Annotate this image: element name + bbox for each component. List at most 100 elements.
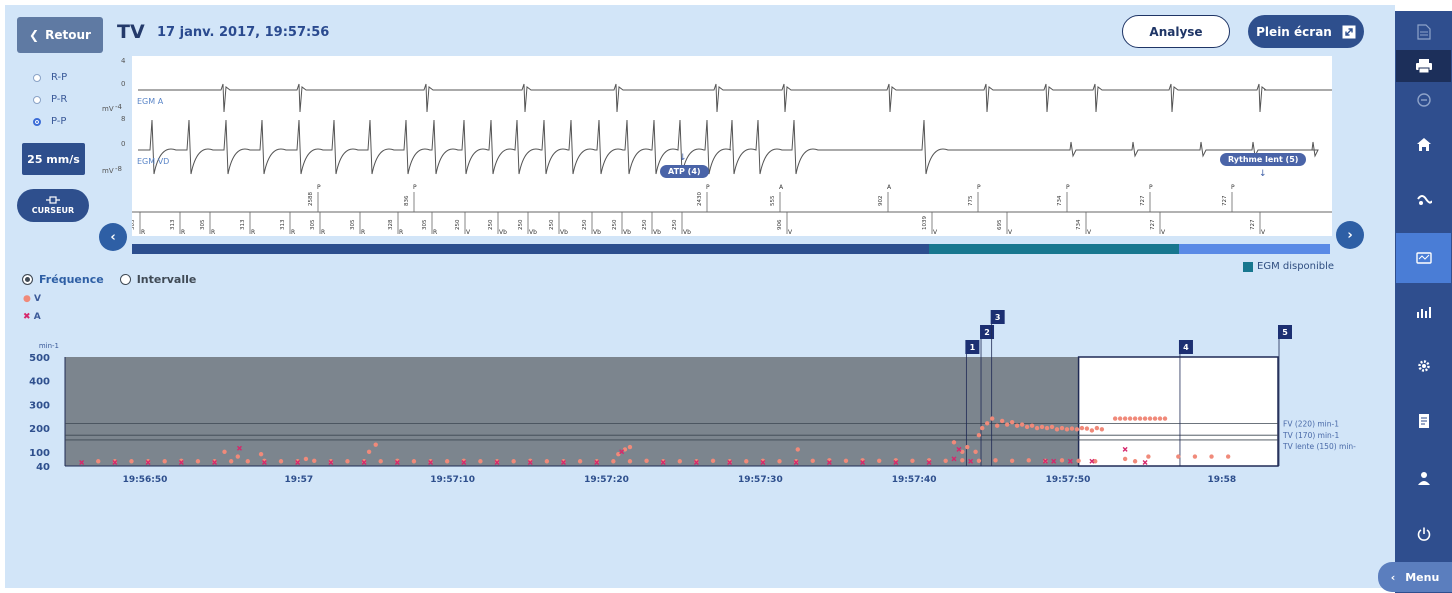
- v-point: [1054, 427, 1060, 432]
- v-point: [980, 425, 985, 431]
- interval-option-p-r[interactable]: P-R: [33, 94, 67, 105]
- v-point: [985, 421, 990, 426]
- a-point: [1067, 458, 1073, 464]
- atp-marker[interactable]: ATP (4): [660, 165, 709, 178]
- event-marker-badge[interactable]: [980, 325, 995, 339]
- a-point: [328, 459, 334, 465]
- sidebar-item-print[interactable]: [1396, 50, 1451, 82]
- v-point: [1117, 416, 1123, 421]
- back-button[interactable]: ❮ Retour: [17, 17, 103, 53]
- timeline-segment-egm[interactable]: [929, 244, 1179, 254]
- event-marker-label: 1: [970, 343, 976, 352]
- event-marker-label: 2: [984, 328, 990, 337]
- v-point: [1084, 426, 1090, 431]
- a-point: [693, 459, 699, 465]
- v-point: [960, 458, 965, 463]
- v-point: [1209, 454, 1214, 459]
- v-point: [1127, 416, 1133, 421]
- v-point: [1122, 416, 1128, 421]
- timeline-segment-current[interactable]: [1179, 244, 1330, 254]
- ventricular-marker-label: V: [1161, 229, 1166, 236]
- ventricular-marker-label: R: [141, 229, 145, 236]
- v-point: [295, 459, 300, 464]
- a-point: [1051, 458, 1057, 464]
- v-point: [129, 459, 134, 464]
- egm-a-scale-top: 4: [121, 57, 126, 65]
- radio-selected-icon[interactable]: [22, 274, 33, 285]
- sidebar-item-sync[interactable]: [1396, 84, 1451, 116]
- sidebar-item-home[interactable]: [1396, 128, 1451, 160]
- a-point: [660, 459, 666, 465]
- a-point: [79, 459, 85, 465]
- v-point: [428, 459, 433, 464]
- ventricular-interval-label: 1039: [922, 216, 928, 230]
- atrial-interval-label: 836: [404, 195, 410, 206]
- chevron-left-icon: ❮: [29, 28, 40, 42]
- sidebar-item-patient[interactable]: [1396, 462, 1451, 494]
- v-point: [965, 444, 970, 450]
- v-point: [1039, 424, 1045, 430]
- sidebar-item-power[interactable]: [1396, 518, 1451, 550]
- atrial-marker-label: P: [706, 184, 710, 191]
- ventricular-interval-label: 305: [132, 219, 136, 230]
- v-point: [511, 459, 516, 464]
- a-point: [760, 459, 766, 465]
- mode-interval-label[interactable]: Intervalle: [136, 273, 197, 286]
- scroll-left-button[interactable]: ‹: [99, 223, 127, 251]
- v-point: [660, 459, 666, 464]
- v-point: [973, 449, 978, 454]
- mode-frequency-label[interactable]: Fréquence: [39, 273, 104, 286]
- sidebar-item-document[interactable]: [1396, 16, 1451, 48]
- sidebar-item-trends[interactable]: [1396, 296, 1451, 328]
- a-point: [1042, 458, 1048, 464]
- y-tick-label: 500: [29, 353, 50, 364]
- chart-selected-region[interactable]: [1077, 356, 1279, 467]
- a-point: [295, 459, 301, 465]
- a-point: [956, 446, 962, 452]
- egm-v-trace: [138, 119, 1319, 175]
- report-icon: [1418, 414, 1429, 428]
- menu-toggle-button[interactable]: ‹ Menu: [1378, 562, 1452, 592]
- speed-button[interactable]: 25 mm/s: [22, 143, 85, 175]
- ventricular-interval-label: 695: [997, 219, 1003, 230]
- event-marker-badge[interactable]: [1178, 340, 1193, 354]
- ventricular-interval-label: 906: [777, 219, 783, 230]
- v-point: [1142, 416, 1148, 421]
- analyse-button[interactable]: Analyse: [1122, 15, 1230, 48]
- event-marker-badge[interactable]: [990, 310, 1005, 324]
- v-point: [1152, 416, 1158, 421]
- radio-icon[interactable]: [119, 274, 131, 285]
- scroll-right-button[interactable]: ›: [1336, 221, 1364, 249]
- ventricular-interval-label: 305: [310, 219, 316, 230]
- sidebar-item-leads[interactable]: [1396, 184, 1451, 216]
- app-frame: ❮ Retour TV 17 janv. 2017, 19:57:56 Anal…: [5, 5, 1395, 588]
- power-icon: [1417, 527, 1430, 541]
- v-point: [1147, 416, 1153, 421]
- a-point: [968, 458, 974, 464]
- atrial-marker-label: P: [1066, 184, 1070, 191]
- ventricular-interval-label: 328: [388, 219, 394, 230]
- fullscreen-button[interactable]: Plein écran: [1248, 15, 1364, 48]
- ventricular-marker-label: V: [933, 229, 938, 236]
- event-marker-badge[interactable]: [965, 340, 980, 354]
- v-point: [943, 458, 948, 463]
- ventricular-interval-label: 305: [350, 219, 356, 230]
- sidebar-item-settings[interactable]: [1396, 350, 1451, 382]
- sidebar-item-report[interactable]: [1396, 405, 1451, 437]
- timeline-segment-navigated[interactable]: [132, 244, 929, 254]
- event-marker-badge[interactable]: [1278, 325, 1292, 339]
- legend-v: ● V: [23, 294, 41, 304]
- cursor-button[interactable]: CURSEUR: [17, 189, 89, 222]
- ventricular-interval-label: 250: [642, 219, 648, 230]
- atrial-interval-label: 775: [968, 195, 974, 206]
- ventricular-interval-label: 313: [170, 219, 176, 230]
- atrial-interval-label: 734: [1057, 195, 1063, 206]
- interval-option-r-p[interactable]: R-P: [33, 72, 67, 83]
- interval-option-p-p[interactable]: P-P: [33, 116, 66, 127]
- mode-selector: Fréquence Intervalle: [22, 273, 196, 286]
- v-point: [1059, 458, 1065, 463]
- slow-rhythm-marker[interactable]: Rythme lent (5): [1220, 153, 1307, 166]
- a-point: [178, 459, 184, 465]
- sidebar-item-episodes[interactable]: [1396, 242, 1451, 274]
- episodes-icon: [1415, 252, 1432, 264]
